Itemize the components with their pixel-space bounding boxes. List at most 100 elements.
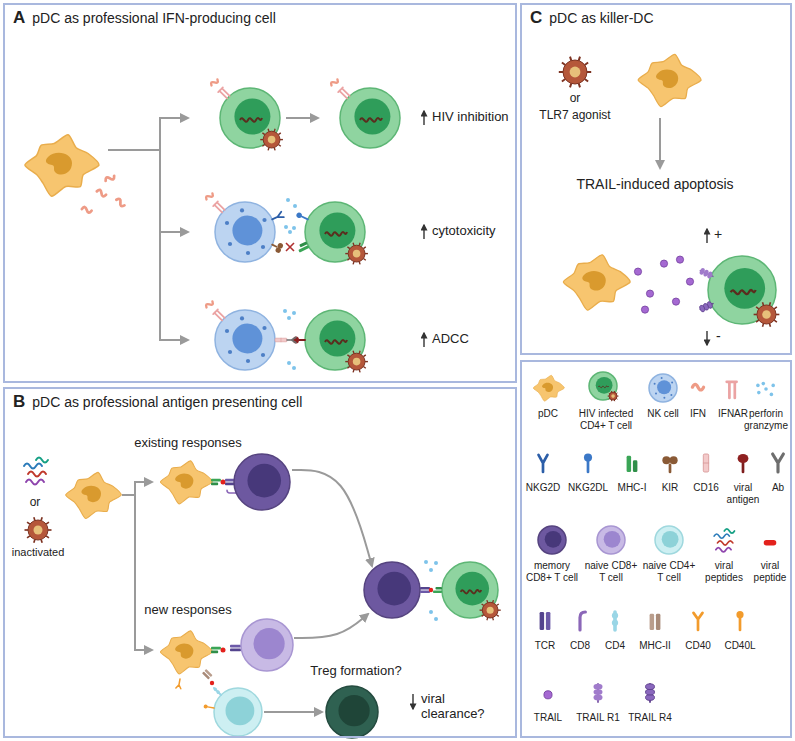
tcr-symbol [420,587,430,593]
hiv-virus [345,351,368,373]
mhc1-symbol [627,456,638,472]
ifn-symbol [115,198,126,208]
legend-label: naive CD4+ T cell [640,560,698,583]
legend-label: TRAIL [530,712,566,724]
hiv-virus [480,600,501,620]
annotation-label: inactivated [6,546,70,559]
peptides-symbol [714,529,734,552]
granule [287,316,291,320]
granule [292,226,296,230]
legend-label: memory CD8+ T cell [523,560,581,583]
panel-title: pDC as professional IFN-producing cell [32,10,276,26]
granule [287,361,291,365]
pdc-cell [160,461,212,504]
legend-label: viral peptide [750,560,790,583]
panel-title: pDC as killer-DC [549,10,653,26]
nkg2dl-symbol [296,212,309,222]
trail-symbol [544,691,552,699]
arrow [159,117,161,341]
kir-symbol [270,240,284,254]
ab-symbol [773,454,784,472]
cd4-symbol [612,612,618,630]
hiv-virus [754,302,780,326]
annotation-label: TRAIL-induced apoptosis [565,176,745,192]
legend-panel [521,361,791,737]
nkg2d-symbol [539,455,548,472]
tcr-symbol [540,612,551,630]
naive-cd8-cell [597,526,625,554]
granule [283,309,287,313]
granule [429,588,433,592]
legend-label: viral peptides [701,560,747,583]
treg-cell [326,686,378,738]
panel-title: pDC as professional antigen presenting c… [32,394,302,410]
annotation-label: + [714,226,722,242]
annotation-label: cytotoxicity [432,224,496,239]
granule [288,230,292,234]
arrow [160,117,188,119]
annotation-label: new responses [133,603,243,618]
legend-label: CD40 [681,640,715,652]
ifnar-symbol [213,201,225,213]
arrow [122,494,135,496]
granule [221,480,226,485]
mhc2-symbol [202,669,213,680]
panel-letter: B [13,392,25,412]
legend-label: viral antigen [723,482,763,505]
cd16-symbol [703,454,708,472]
legend-label: KIR [656,482,684,494]
granule [292,366,296,370]
peptide-symbol [764,540,777,545]
granule [293,204,297,208]
ifn-symbol [205,192,214,201]
pdc-cell [563,255,630,310]
annotation-label: viral clearance? [421,692,496,722]
annotation-label: TLR7 agonist [533,109,617,123]
infected-cd4-cell [589,372,617,400]
antigen-symbol [738,454,749,472]
annotation-label: ADCC [432,332,469,347]
ifnar-symbol [218,87,230,99]
trail-symbol [641,306,648,313]
legend-label: CD16 [689,482,723,494]
arrow [423,111,424,125]
granule [434,561,438,565]
arrow [659,118,661,168]
legend-label: naive CD8+ T cell [582,560,640,583]
trail-symbol [686,278,693,285]
infected-cd4-cell [305,310,365,370]
panel: BpDC as professional antigen presenting … [3,387,517,738]
annotation-label: existing responses [123,436,253,451]
naive-cd8-cell [241,619,293,671]
mhc1-symbol [297,241,310,252]
annotation-label: - [716,328,721,344]
legend-label: perforin granzyme [741,408,791,431]
legend-label: IFNAR [713,408,753,420]
infected-cd4-cell [340,88,400,148]
granule [284,225,288,229]
r4-symbol [699,300,715,312]
ifnar-symbol [727,382,737,398]
legend-label: MHC-II [635,640,675,652]
cd16-symbol [275,338,287,342]
arrow [108,149,160,151]
annotation-label: or [560,92,590,106]
ifnar-symbol [213,309,225,321]
hiv-virus [345,243,368,265]
arrow [135,481,152,483]
pdc-cell [533,375,564,401]
trail-symbol [646,290,653,297]
legend-label: TCR [530,640,560,652]
arrow [160,231,188,233]
arrow [423,225,424,239]
nkg2d-symbol [271,212,284,222]
hiv-virus [25,517,52,543]
cd4-symbol [213,687,223,697]
peptides-symbol [24,458,48,485]
arrow [292,470,372,566]
absent-mark [286,243,294,251]
granule [429,568,433,572]
legend-label: TRAIL R4 [626,712,674,724]
granule [434,617,438,621]
ifn-symbol [210,78,219,87]
